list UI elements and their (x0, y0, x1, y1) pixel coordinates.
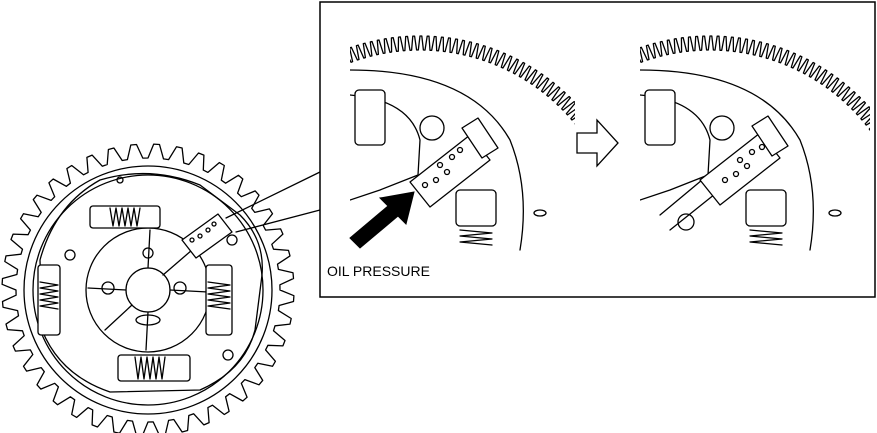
oil-pressure-arrow (349, 191, 415, 249)
housing-hole-3 (222, 349, 234, 361)
rotor-hole-1 (101, 281, 115, 295)
housing-hole-2 (226, 234, 238, 246)
rotor-hole-3 (142, 247, 154, 259)
spring-pack-right (205, 264, 233, 336)
detail-teeth-before (350, 35, 575, 125)
detail-teeth-after (640, 35, 870, 131)
detail-after (640, 35, 870, 251)
detail-housing-edge-after (640, 69, 814, 251)
spring-block-after (745, 189, 787, 246)
sprocket-teeth (1, 143, 295, 433)
sprocket-inner-ring (23, 165, 273, 415)
oil-pressure-label: OIL PRESSURE (327, 263, 430, 279)
transition-arrow (576, 118, 619, 168)
detail-hole-before (419, 115, 445, 141)
detail-block-before (354, 89, 386, 146)
rotor-hole-2 (173, 281, 187, 295)
spring-pack-top (89, 205, 161, 229)
detail-slot-before (533, 209, 547, 217)
housing-body (39, 172, 263, 393)
rotor-vanes (87, 229, 209, 351)
detail-before (350, 35, 575, 251)
callout-leader (225, 171, 321, 233)
detail-hole-after (709, 115, 735, 141)
housing-hole-1 (64, 249, 76, 261)
detail-housing-edge-before (350, 69, 524, 251)
lock-pin-small (181, 213, 233, 259)
spring-pack-left (37, 264, 61, 336)
housing-hole-4 (116, 176, 124, 184)
detail-hole2-after (677, 213, 695, 231)
sprocket-assembly-overview (1, 143, 295, 433)
detail-block-after (644, 89, 676, 146)
spring-pack-bottom (117, 354, 191, 382)
spring-block-before (455, 189, 497, 246)
detail-slot-after (828, 209, 842, 217)
housing-outer-edge (32, 174, 264, 406)
lock-pin-after (699, 115, 789, 206)
rotor-slot (135, 314, 161, 326)
lock-pin-before (409, 117, 499, 208)
